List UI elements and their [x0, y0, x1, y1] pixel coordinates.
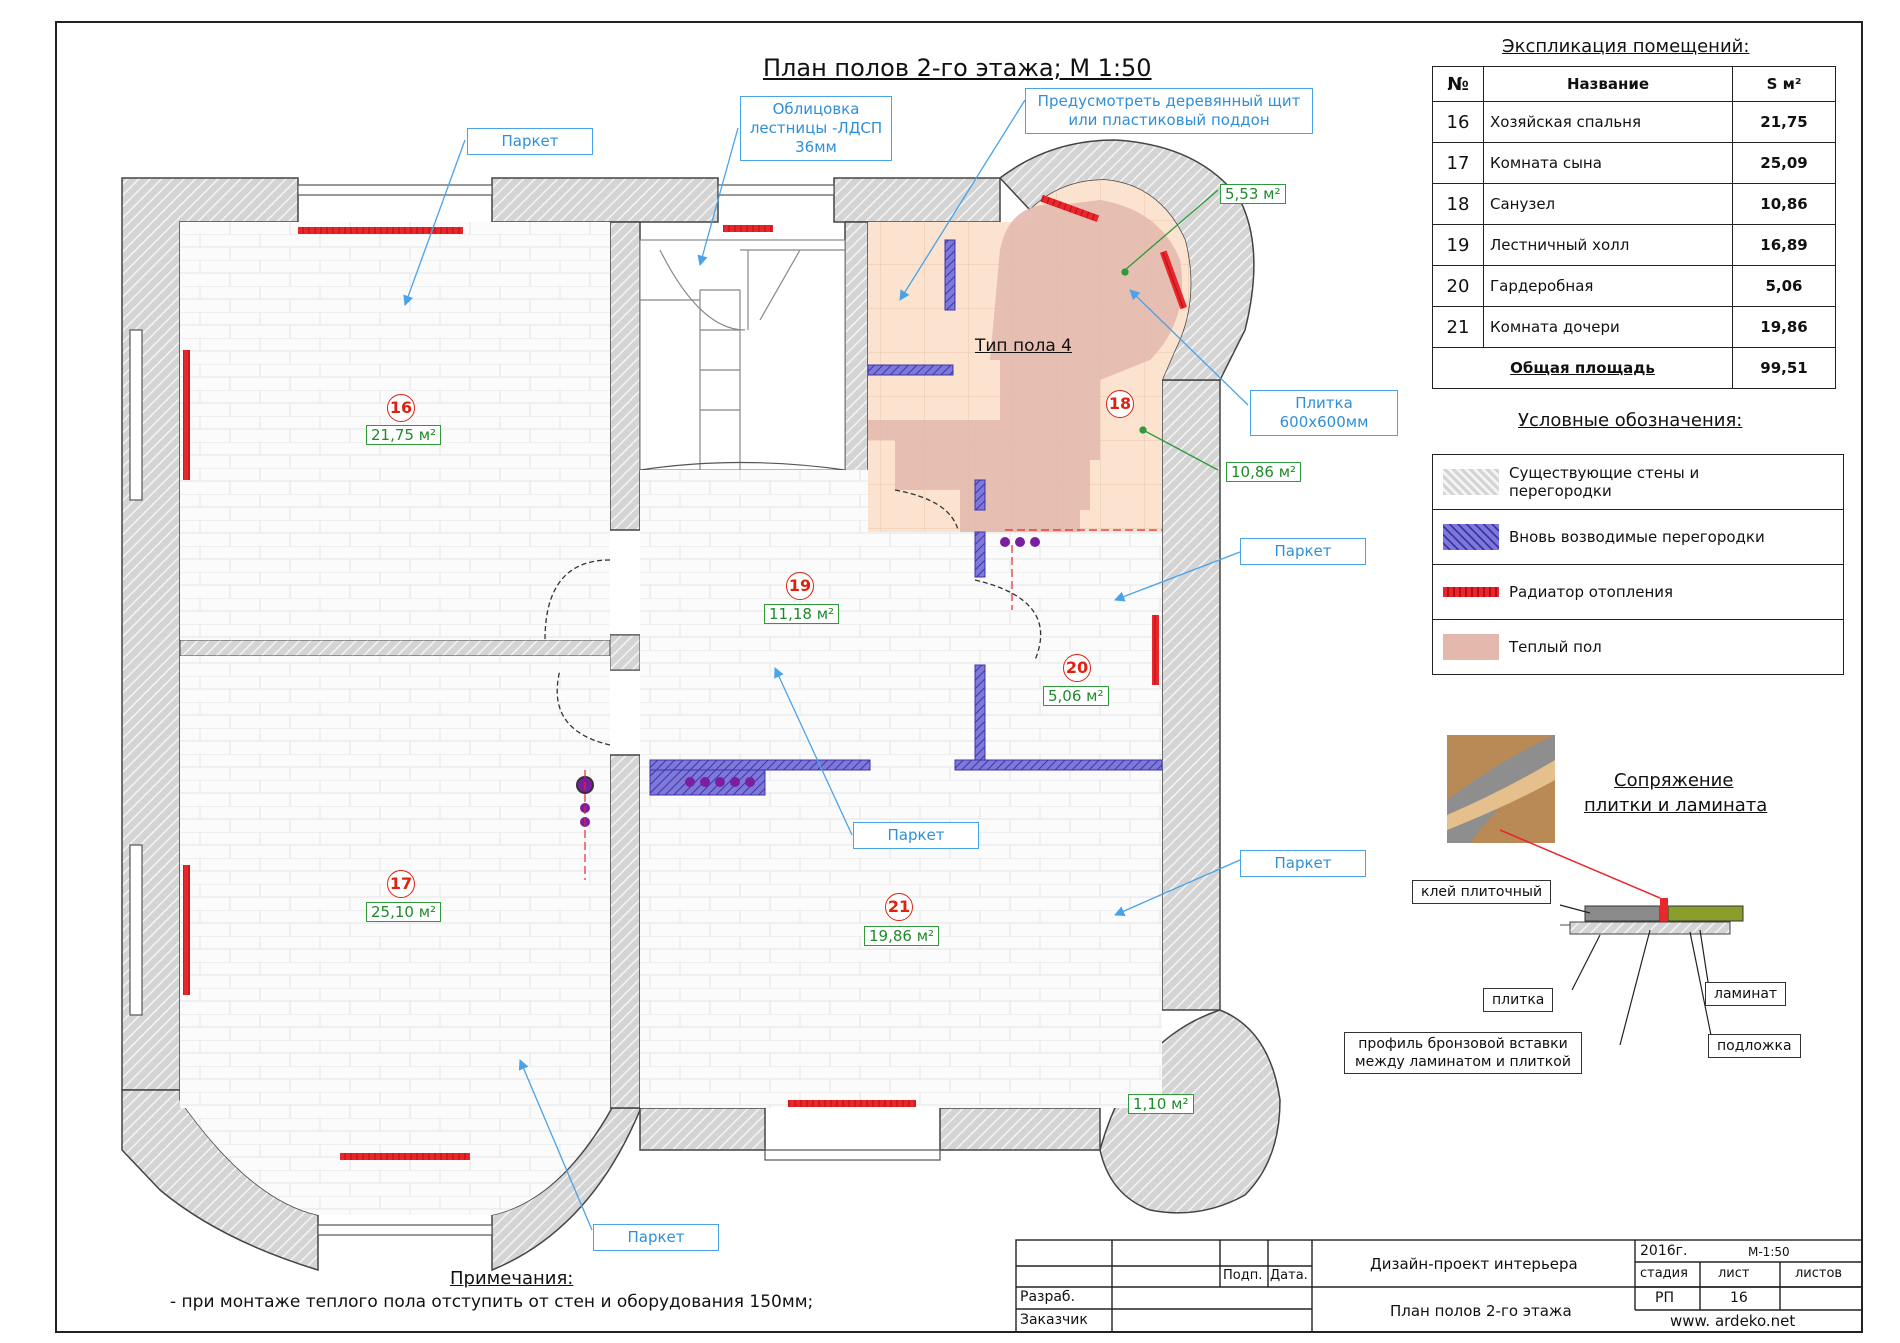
doors: [544, 489, 1042, 746]
stamp-razrab: Разраб.: [1020, 1289, 1076, 1305]
room-number-19: 19: [786, 572, 814, 600]
warm-floor: [868, 200, 1182, 532]
warm-floor-area: 5,53 м²: [1220, 184, 1286, 204]
stamp-customer: Заказчик: [1020, 1312, 1088, 1328]
notes-line: - при монтаже теплого пола отступить от …: [170, 1292, 814, 1312]
stamp-stage-header: стадия: [1640, 1266, 1688, 1281]
room-area-17: 25,10 м²: [366, 902, 442, 922]
stamp-year: 2016г.: [1640, 1243, 1688, 1259]
plan-title: План полов 2-го этажа; М 1:50: [763, 54, 1152, 82]
stamp-site: www. ardeko.net: [1670, 1312, 1796, 1330]
notes-title: Примечания:: [450, 1268, 574, 1289]
room-area-16: 21,75 м²: [366, 425, 442, 445]
stamp-scale: М-1:50: [1748, 1245, 1790, 1259]
legend-item: Радиатор отопления: [1433, 565, 1843, 620]
room-number-17: 17: [387, 870, 415, 898]
small-room-area: 1,10 м²: [1128, 1094, 1194, 1114]
stamp-sheet-title: План полов 2-го этажа: [1390, 1302, 1572, 1320]
callout-parquet-16: Паркет: [467, 128, 593, 155]
junction-detail: [1447, 735, 1744, 935]
room-number-21: 21: [885, 893, 913, 921]
title-block-grid: [1015, 1239, 1863, 1333]
legend-item: Теплый пол: [1433, 620, 1843, 674]
room-area-20: 5,06 м²: [1043, 686, 1109, 706]
room-area-21: 19,86 м²: [864, 926, 940, 946]
stamp-sheet: 16: [1730, 1290, 1748, 1306]
stamp-sheet-header: лист: [1718, 1266, 1750, 1281]
callout-parquet-17: Паркет: [593, 1224, 719, 1251]
junction-title-1: Сопряжение: [1614, 770, 1734, 791]
junction-title-2: плитки и ламината: [1584, 795, 1768, 816]
leader-lines: [403, 99, 1249, 1231]
room-number-18: 18: [1106, 390, 1134, 418]
stamp-sheets-header: листов: [1795, 1266, 1843, 1281]
legend: Существующие стены и перегородки Вновь в…: [1432, 454, 1844, 675]
label-tile: плитка: [1483, 988, 1554, 1012]
explication-title: Экспликация помещений:: [1502, 36, 1750, 57]
floor-type-label: Тип пола 4: [975, 336, 1072, 356]
stamp-stage: РП: [1655, 1290, 1674, 1306]
stamp-podp: Подп.: [1223, 1268, 1263, 1283]
radiators: [183, 194, 1188, 1160]
callout-shield: Предусмотреть деревянный щит или пластик…: [1025, 88, 1313, 134]
staircase: [639, 239, 846, 471]
col-number-header: №: [1432, 66, 1484, 102]
callout-tile: Плитка 600х600мм: [1250, 390, 1398, 436]
room-area-19: 11,18 м²: [764, 604, 840, 624]
stamp-date: Дата.: [1270, 1268, 1308, 1283]
callout-parquet-19: Паркет: [853, 822, 979, 849]
room-number-16: 16: [387, 394, 415, 422]
label-profile: профиль бронзовой вставки между ламинато…: [1344, 1032, 1582, 1074]
legend-title: Условные обозначения:: [1518, 410, 1743, 431]
label-glue: клей плиточный: [1412, 880, 1552, 904]
callout-parquet-21: Паркет: [1240, 850, 1366, 877]
label-underlay: подложка: [1708, 1034, 1801, 1058]
windows: [129, 184, 941, 1236]
callout-cladding: Облицовка лестницы -ЛДСП 36мм: [740, 96, 892, 161]
stamp-project: Дизайн-проект интерьера: [1370, 1255, 1578, 1273]
legend-item: Существующие стены и перегородки: [1433, 455, 1843, 510]
col-area-header: S м²: [1732, 66, 1836, 102]
room-area-18: 10,86 м²: [1226, 462, 1302, 482]
label-laminate: ламинат: [1705, 982, 1787, 1006]
room-number-20: 20: [1063, 654, 1091, 682]
legend-item: Вновь возводимые перегородки: [1433, 510, 1843, 565]
col-name-header: Название: [1483, 66, 1733, 102]
callout-parquet-20: Паркет: [1240, 538, 1366, 565]
